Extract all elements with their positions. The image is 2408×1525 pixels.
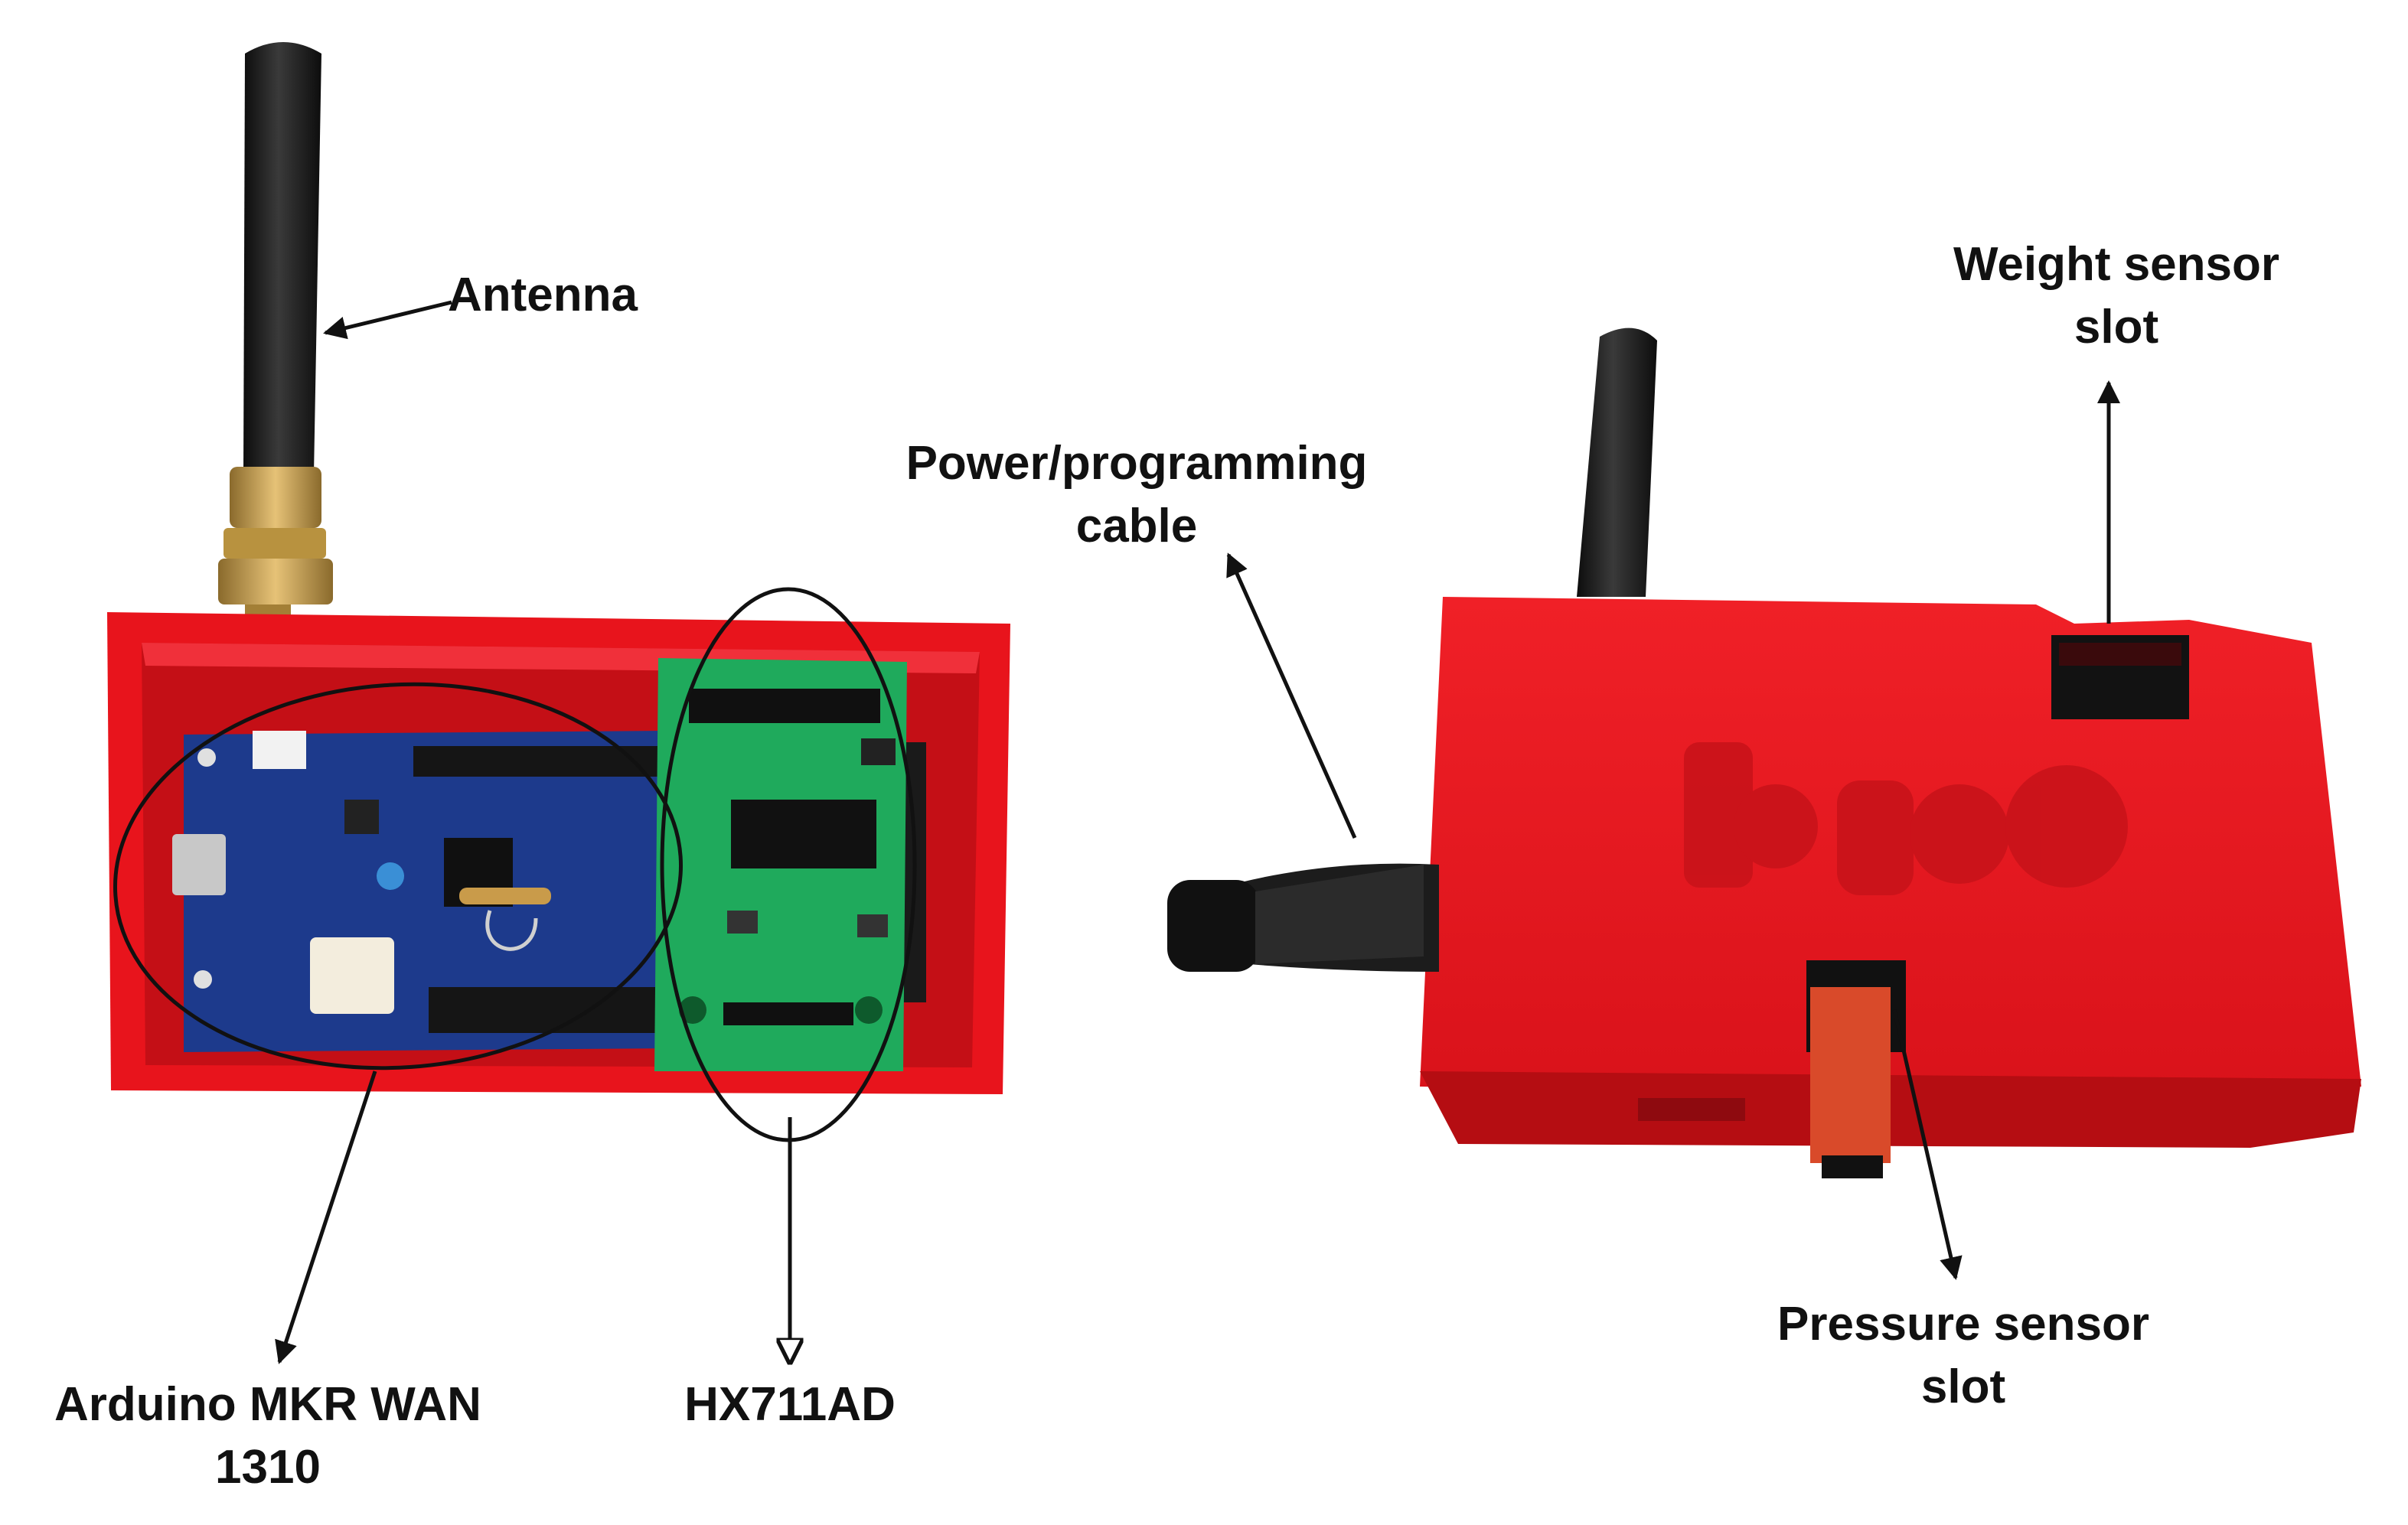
pressure-slot-arrow	[1892, 1009, 1963, 1280]
red-enclosure-closed	[1420, 597, 2361, 1178]
antenna-arrow	[323, 300, 452, 340]
arduino-arrow	[275, 1070, 377, 1364]
antenna-closed	[1577, 327, 1657, 597]
weight-slot-label: Weight sensor slot	[1953, 238, 2280, 354]
closed-enclosure-photo	[1167, 327, 2361, 1178]
arduino-label: Arduino MKR WAN 1310	[54, 1378, 481, 1494]
arduino-board	[172, 731, 674, 1052]
power-cable-label: Power/programming cable	[905, 437, 1368, 552]
pressure-slot-label: Pressure sensor slot	[1777, 1298, 2149, 1413]
hx711-label: HX711AD	[684, 1378, 896, 1431]
hx711-board	[654, 658, 907, 1071]
antenna-label: Antenna	[448, 269, 638, 321]
power-cable-arrow	[1226, 552, 1357, 839]
annotation-arrows	[275, 300, 2120, 1364]
arduino-highlight-ellipse	[113, 682, 684, 1070]
power-cable	[1167, 863, 1439, 972]
open-enclosure-photo	[107, 42, 1010, 1142]
